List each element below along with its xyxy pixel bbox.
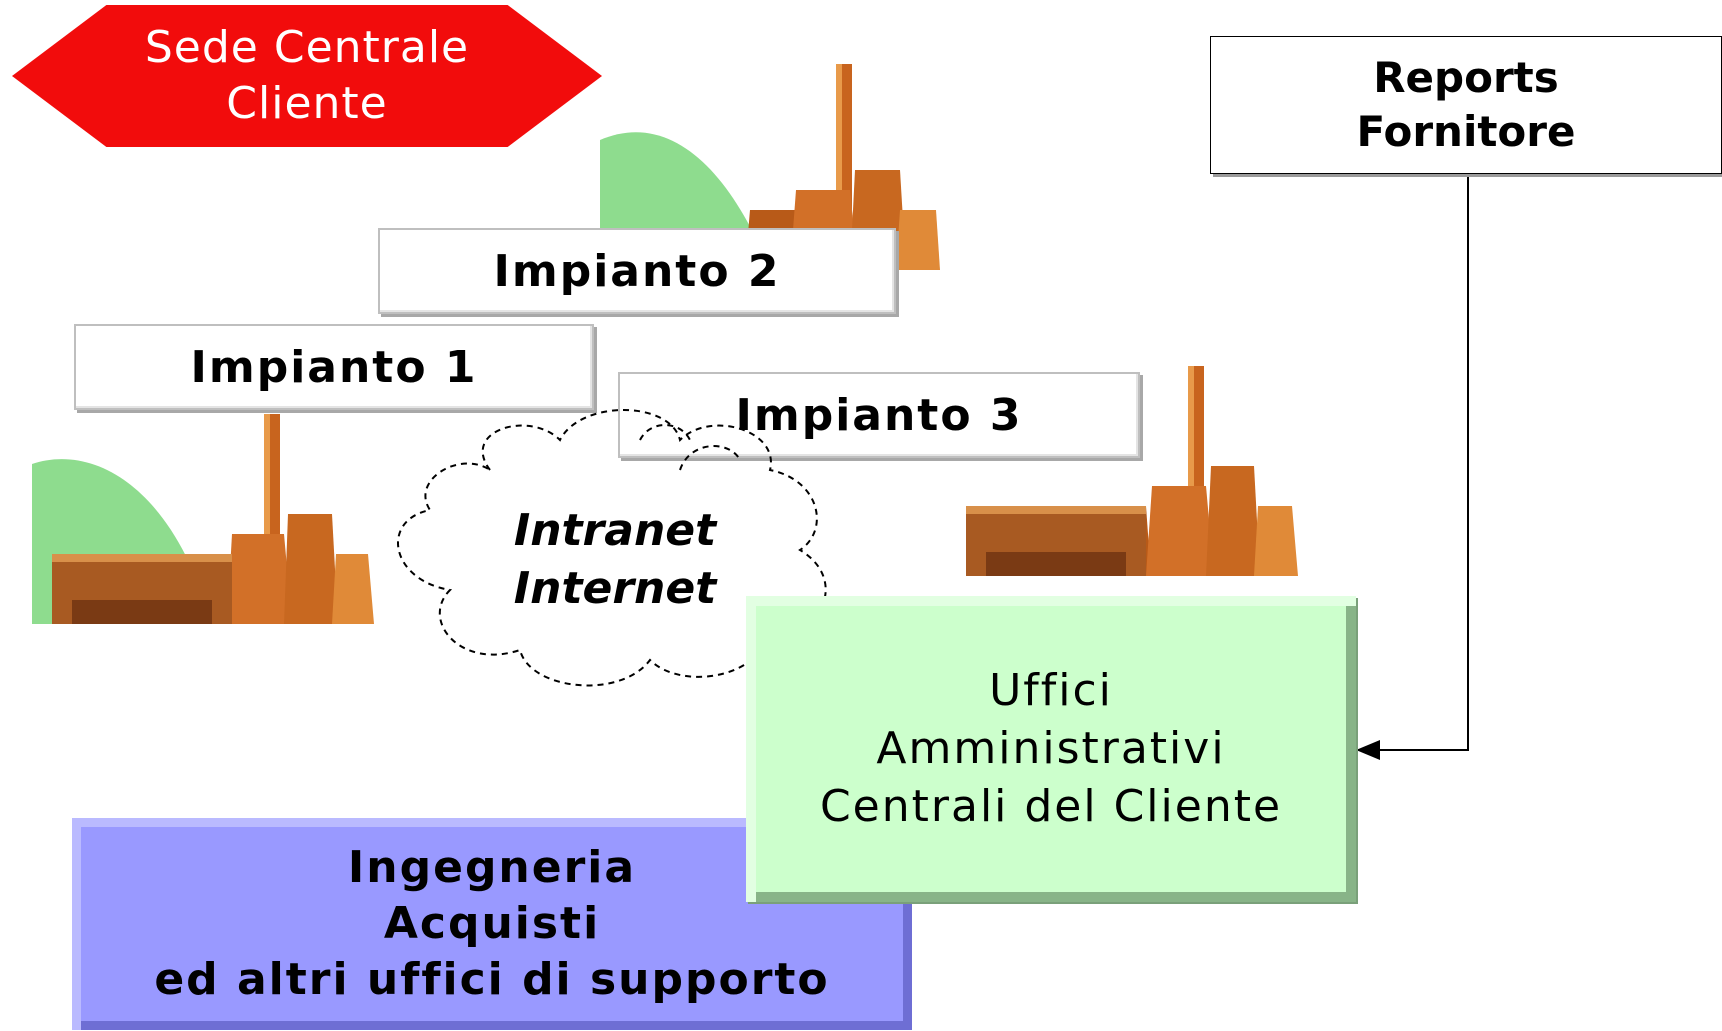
- cloud-icon: [396, 409, 827, 687]
- network-cloud-label: Intranet Internet: [470, 490, 760, 630]
- impianto-1-text: Impianto 1: [190, 341, 478, 393]
- arrow-icon: [1356, 176, 1469, 760]
- factory-icon: [966, 366, 1298, 576]
- sede-cliente-label: Cliente: [226, 78, 388, 129]
- impianto-3-text: Impianto 3: [735, 389, 1023, 441]
- supporto-label: ed altri uffici di supporto: [154, 954, 830, 1005]
- sede-centrale-label: Sede Centrale: [144, 22, 470, 73]
- reports-label: Reports: [1373, 53, 1559, 102]
- fornitore-label: Fornitore: [1356, 107, 1576, 156]
- acquisti-label: Acquisti: [383, 898, 601, 949]
- centrali-cliente-label: Centrali del Cliente: [819, 781, 1283, 832]
- impianto-3-label: Impianto 3: [618, 372, 1140, 458]
- factory-icon: [32, 414, 374, 624]
- uffici-amministrativi-box: Uffici Amministrativi Centrali del Clien…: [746, 596, 1356, 902]
- intranet-label: Intranet: [513, 505, 717, 556]
- sede-centrale-hexagon: Sede Centrale Cliente: [12, 5, 602, 147]
- impianto-2-text: Impianto 2: [493, 245, 781, 297]
- reports-fornitore-box: Reports Fornitore: [1210, 36, 1722, 174]
- amministrativi-label: Amministrativi: [876, 723, 1226, 774]
- impianto-1-label: Impianto 1: [74, 324, 594, 410]
- uffici-label: Uffici: [989, 665, 1113, 716]
- impianto-2-label: Impianto 2: [378, 228, 896, 314]
- ingegneria-label: Ingegneria: [347, 842, 637, 893]
- internet-label: Internet: [513, 563, 717, 614]
